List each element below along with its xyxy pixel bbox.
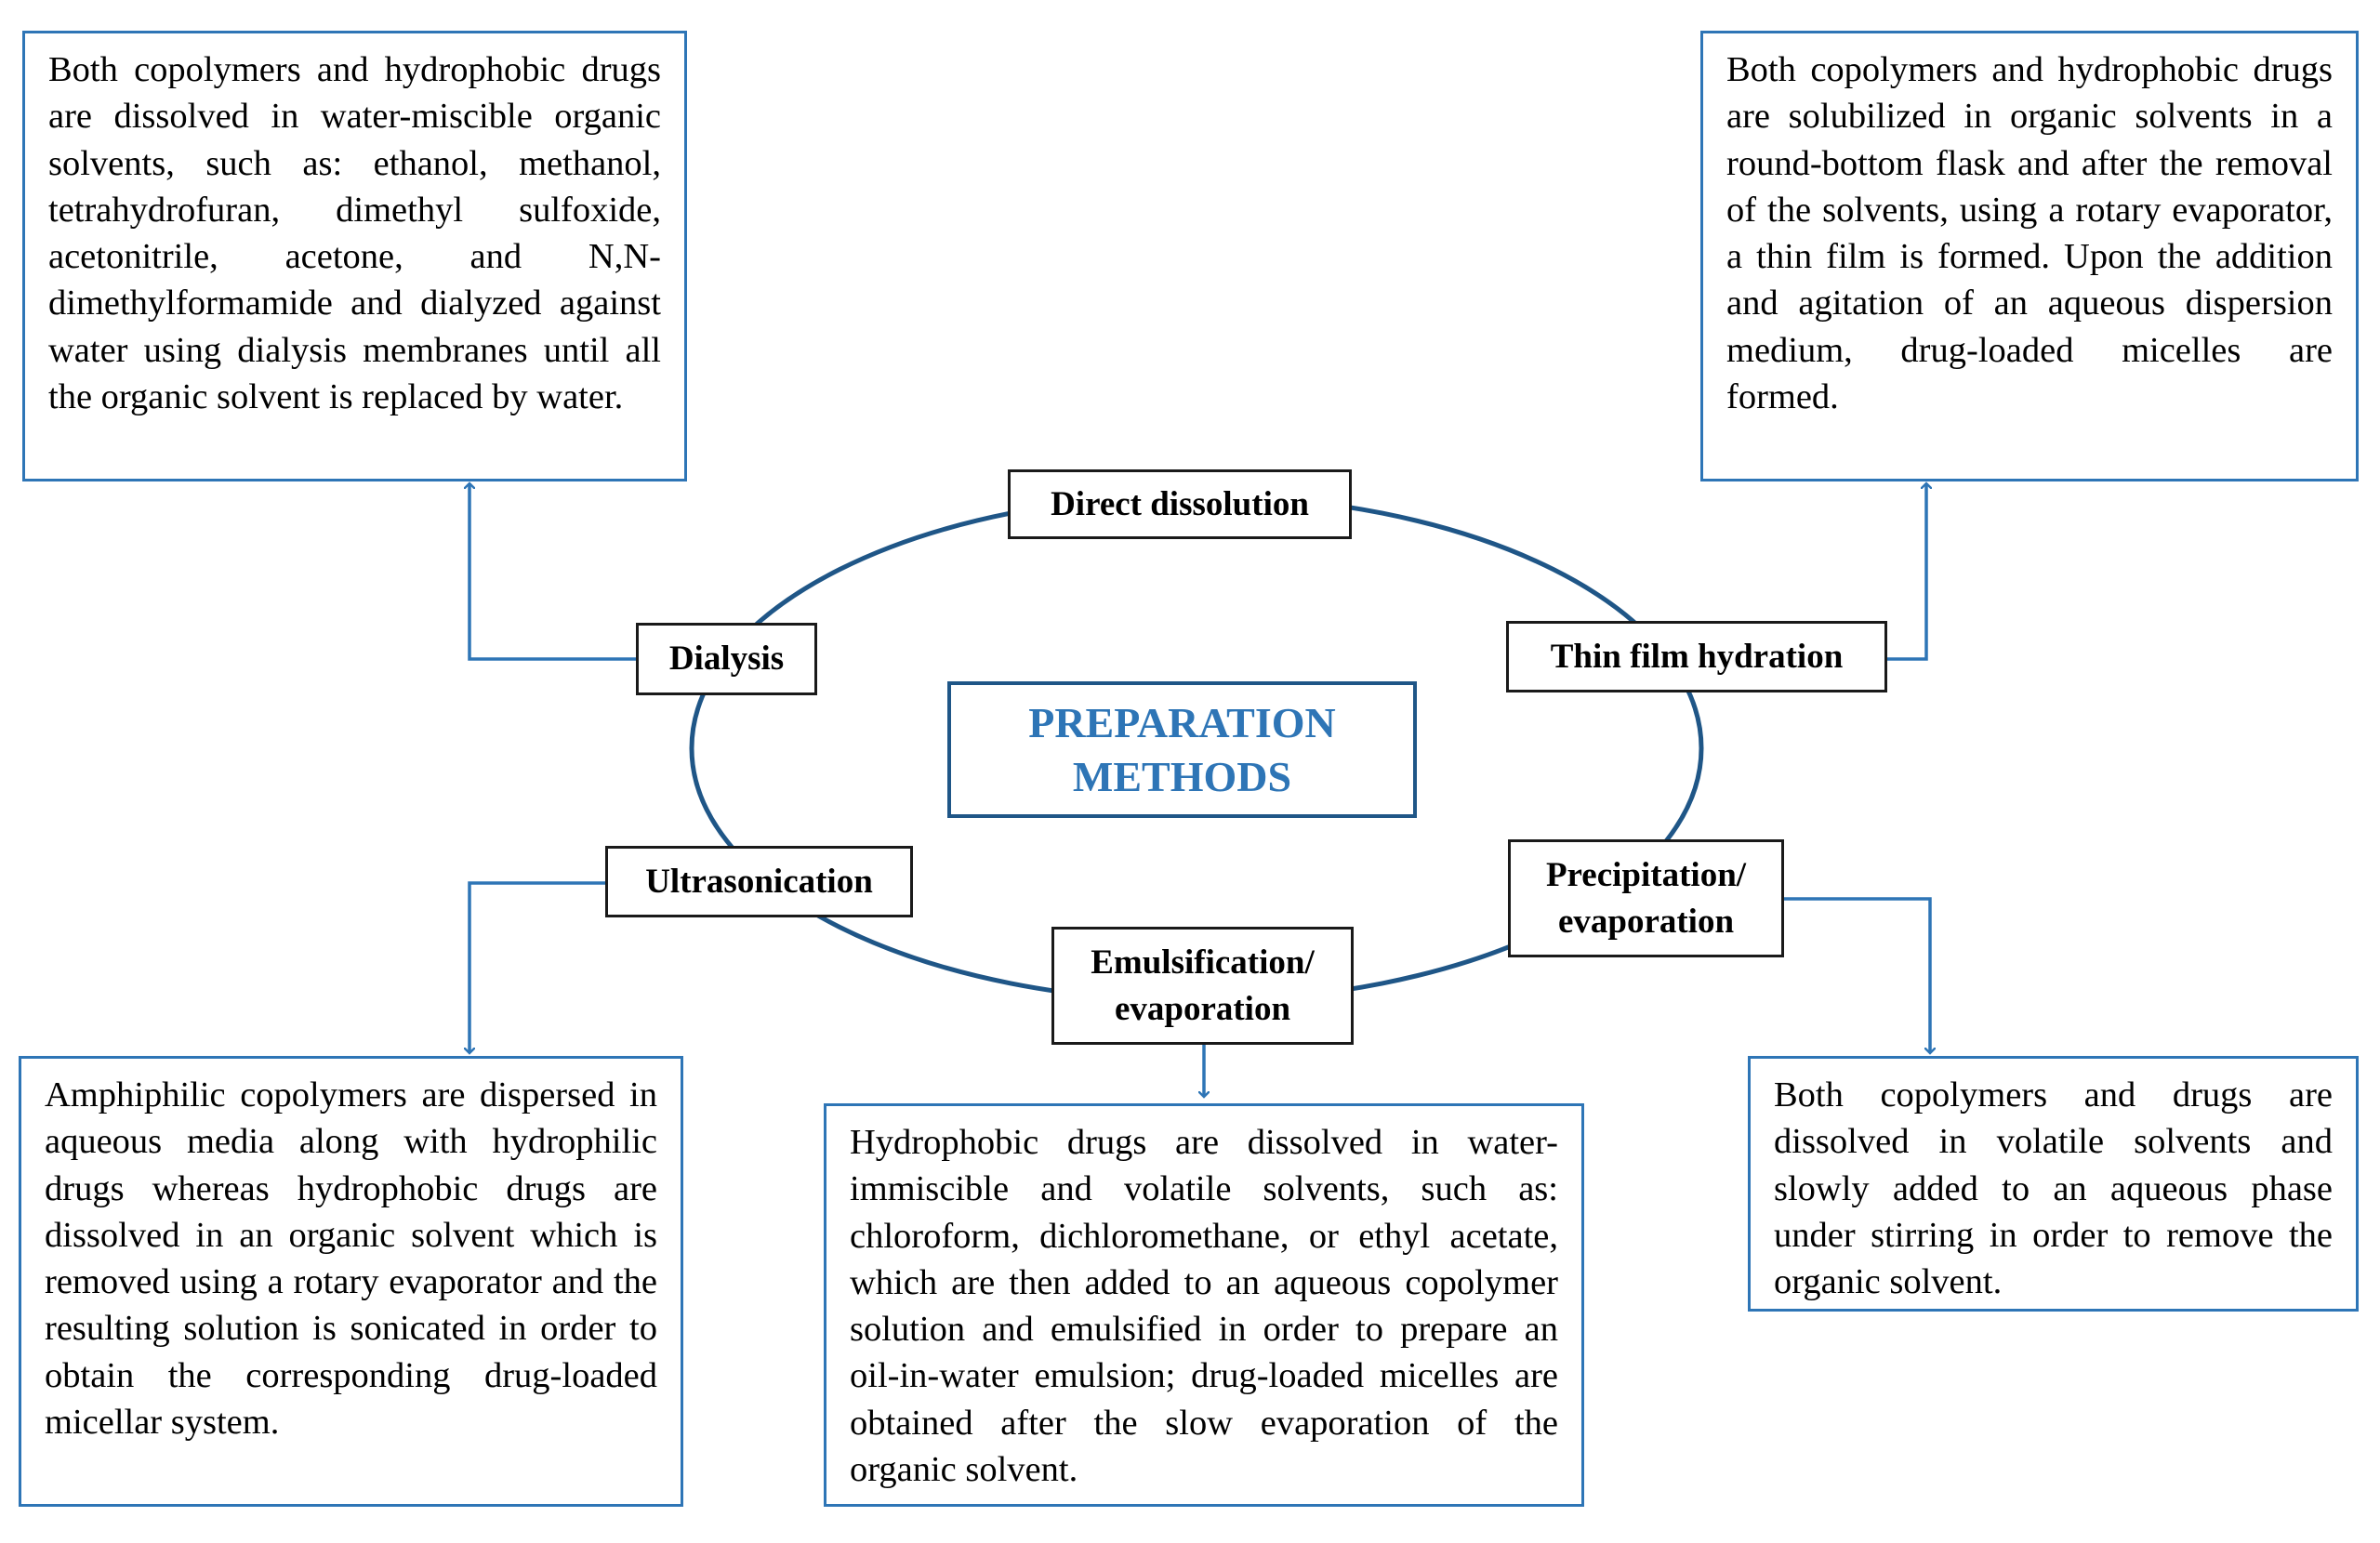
title-line1: PREPARATION — [1028, 698, 1336, 746]
thin-film-hydration-description-text: Both copolymers and hydrophobic drugs ar… — [1726, 50, 2333, 417]
direct-dissolution-label: Direct dissolution — [1008, 469, 1352, 539]
precipitation-description-text: Both copolymers and drugs are dissolved … — [1774, 1075, 2333, 1302]
precipitation-connector-arrow — [1783, 897, 1930, 1053]
emulsification-description-box: Hydrophobic drugs are dissolved in water… — [824, 1103, 1584, 1507]
emulsification-description-text: Hydrophobic drugs are dissolved in water… — [850, 1123, 1558, 1490]
emulsification-line1-text: Emulsification/ — [1091, 943, 1315, 982]
thin-film-connector-arrow — [1887, 483, 1926, 661]
ultrasonication-description-box: Amphiphilic copolymers are dispersed in … — [19, 1056, 683, 1507]
precipitation-line2-text: evaporation — [1557, 902, 1735, 941]
thin-film-hydration-text: Thin film hydration — [1550, 637, 1844, 676]
dialysis-text: Dialysis — [668, 640, 785, 678]
precipitation-line1-text: Precipitation/ — [1545, 855, 1747, 894]
dialysis-connector-arrow — [469, 483, 636, 661]
ultrasonication-label: Ultrasonication — [605, 846, 913, 917]
precipitation-description-box: Both copolymers and drugs are dissolved … — [1748, 1056, 2359, 1312]
ultrasonication-connector-arrow — [469, 881, 607, 1053]
emulsification-evaporation-label: Emulsification/ evaporation — [1051, 927, 1354, 1045]
title-line2: METHODS — [1072, 752, 1292, 800]
dialysis-description-box: Both copolymers and hydrophobic drugs ar… — [22, 31, 687, 481]
dialysis-label: Dialysis — [636, 623, 817, 695]
thin-film-hydration-description-box: Both copolymers and hydrophobic drugs ar… — [1700, 31, 2359, 481]
dialysis-description-text: Both copolymers and hydrophobic drugs ar… — [48, 50, 661, 417]
thin-film-hydration-label: Thin film hydration — [1506, 621, 1887, 692]
ultrasonication-description-text: Amphiphilic copolymers are dispersed in … — [45, 1075, 657, 1443]
preparation-methods-title: PREPARATION METHODS — [947, 681, 1417, 818]
precipitation-evaporation-label: Precipitation/ evaporation — [1508, 839, 1784, 957]
direct-dissolution-text: Direct dissolution — [1051, 484, 1309, 523]
ultrasonication-text: Ultrasonication — [645, 862, 873, 901]
emulsification-line2-text: evaporation — [1114, 989, 1291, 1028]
